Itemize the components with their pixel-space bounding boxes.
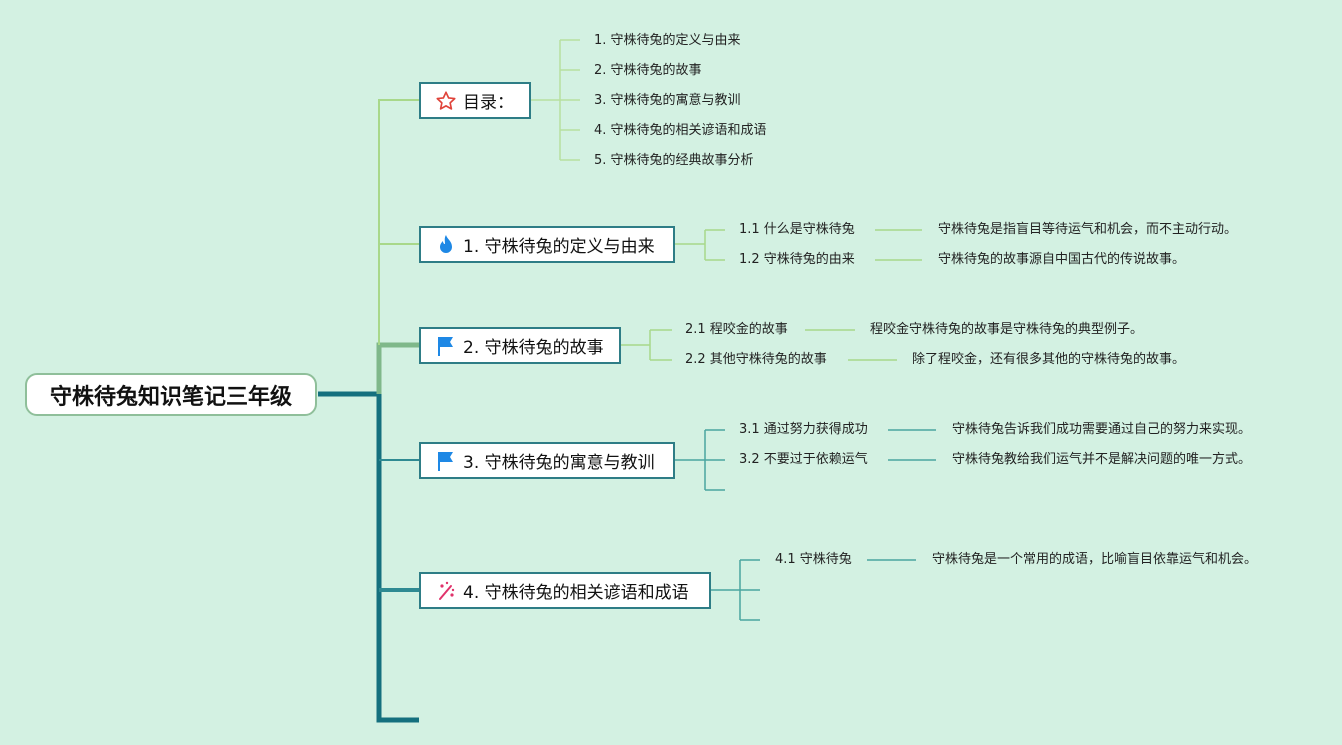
topic-1[interactable]: 1. 守株待兔的定义与由来 xyxy=(419,226,675,263)
subtopic-1-2[interactable]: 1.2 守株待兔的由来 xyxy=(739,252,855,267)
topic-2-title: 2. 守株待兔的故事 xyxy=(463,338,604,358)
subtopic-2-1[interactable]: 2.1 程咬金的故事 xyxy=(685,322,788,337)
root-title: 守株待兔知识笔记三年级 xyxy=(49,384,292,410)
topic-2[interactable]: 2. 守株待兔的故事 xyxy=(419,327,621,364)
note-2-2[interactable]: 除了程咬金，还有很多其他的守株待兔的故事。 xyxy=(912,352,1186,367)
flag-icon xyxy=(435,335,457,357)
note-2-1[interactable]: 程咬金守株待兔的故事是守株待兔的典型例子。 xyxy=(870,322,1144,337)
topic-1-title: 1. 守株待兔的定义与由来 xyxy=(463,237,655,257)
topic-4[interactable]: 4. 守株待兔的相关谚语和成语 xyxy=(419,572,711,609)
note-3-1[interactable]: 守株待兔告诉我们成功需要通过自己的努力来实现。 xyxy=(952,422,1252,437)
toc-item[interactable]: 2. 守株待兔的故事 xyxy=(594,63,702,78)
star-icon xyxy=(435,90,457,112)
note-4-1[interactable]: 守株待兔是一个常用的成语，比喻盲目依靠运气和机会。 xyxy=(932,552,1258,567)
topic-3[interactable]: 3. 守株待兔的寓意与教训 xyxy=(419,442,675,479)
topic-4-title: 4. 守株待兔的相关谚语和成语 xyxy=(463,583,689,603)
subtopic-4-1[interactable]: 4.1 守株待兔 xyxy=(775,552,852,567)
toc-item[interactable]: 1. 守株待兔的定义与由来 xyxy=(594,33,741,48)
sparkle-icon xyxy=(435,580,457,602)
topic-toc[interactable]: 目录： xyxy=(419,82,531,119)
fire-icon xyxy=(435,234,457,256)
toc-item[interactable]: 4. 守株待兔的相关谚语和成语 xyxy=(594,123,767,138)
note-1-1[interactable]: 守株待兔是指盲目等待运气和机会，而不主动行动。 xyxy=(938,222,1238,237)
subtopic-3-2[interactable]: 3.2 不要过于依赖运气 xyxy=(739,452,868,467)
note-3-2[interactable]: 守株待兔教给我们运气并不是解决问题的唯一方式。 xyxy=(952,452,1252,467)
flag-icon xyxy=(435,450,457,472)
note-1-2[interactable]: 守株待兔的故事源自中国古代的传说故事。 xyxy=(938,252,1186,267)
topic-toc-title: 目录： xyxy=(463,93,514,113)
subtopic-1-1[interactable]: 1.1 什么是守株待兔 xyxy=(739,222,855,237)
toc-item[interactable]: 5. 守株待兔的经典故事分析 xyxy=(594,153,754,168)
root-topic[interactable]: 守株待兔知识笔记三年级 xyxy=(25,373,317,416)
topic-3-title: 3. 守株待兔的寓意与教训 xyxy=(463,453,655,473)
toc-item[interactable]: 3. 守株待兔的寓意与教训 xyxy=(594,93,741,108)
subtopic-2-2[interactable]: 2.2 其他守株待兔的故事 xyxy=(685,352,827,367)
subtopic-3-1[interactable]: 3.1 通过努力获得成功 xyxy=(739,422,868,437)
